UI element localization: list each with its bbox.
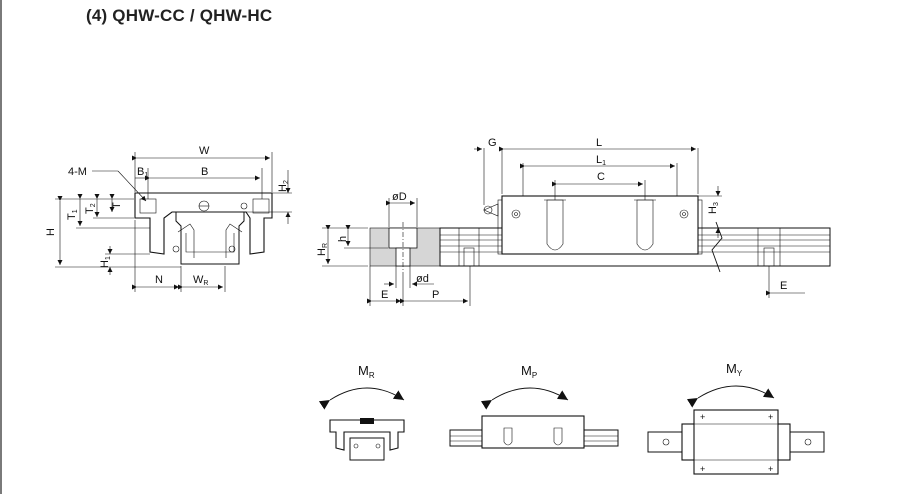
side-block <box>501 195 699 255</box>
label-B1: B1 <box>137 166 148 179</box>
label-T: T <box>111 202 123 209</box>
label-phiD: øD <box>392 191 407 203</box>
front-bolt-right <box>228 245 236 253</box>
moment-MP: MP <box>449 363 619 449</box>
front-rail-profile <box>175 211 245 265</box>
moment-MR: MR <box>318 363 405 461</box>
label-4-M: 4-M <box>68 166 87 178</box>
front-view: W B B1 4-M H T1 T2 <box>45 145 292 292</box>
front-rail-inner <box>185 233 235 253</box>
label-WR: WR <box>193 274 208 287</box>
side-bolt-slot-left <box>546 199 564 251</box>
label-B: B <box>201 166 208 178</box>
label-P: P <box>432 289 439 301</box>
moment-MY-arrow <box>686 385 775 408</box>
moment-MP-arrow <box>480 387 569 410</box>
svg-text:+: + <box>700 412 705 422</box>
label-h: h <box>337 236 349 242</box>
label-H1: H1 <box>99 256 112 268</box>
moment-MP-block <box>481 415 585 449</box>
leader-4-M <box>117 170 147 202</box>
label-L1: L1 <box>596 154 606 167</box>
end-seal-left <box>497 199 503 255</box>
label-MP: MP <box>521 363 537 380</box>
label-T1: T1 <box>66 209 79 220</box>
page-title: (4) QHW-CC / QHW-HC <box>86 6 273 25</box>
svg-text:+: + <box>768 412 773 422</box>
label-E-right: E <box>780 280 787 292</box>
moment-MY: MY + + + + <box>647 361 825 475</box>
front-bolt-top <box>240 202 248 210</box>
label-H2: H2 <box>277 180 290 192</box>
label-H3: H3 <box>707 202 720 214</box>
side-grease-nipple <box>483 203 499 217</box>
label-MY: MY <box>726 361 743 378</box>
front-rail-groove <box>177 223 243 258</box>
end-seal-right <box>697 199 703 255</box>
front-right-bolt-hole <box>252 198 270 214</box>
label-MR: MR <box>358 363 375 380</box>
side-bolt-slot-right <box>636 199 654 251</box>
label-T2: T2 <box>84 203 97 214</box>
label-L: L <box>596 137 602 149</box>
label-HR: HR <box>316 243 329 256</box>
moment-MR-arrow <box>318 387 405 410</box>
moment-MY-block <box>693 409 779 475</box>
label-C: C <box>597 171 605 183</box>
label-W: W <box>199 145 210 157</box>
front-bolt-left <box>172 245 180 253</box>
svg-text:+: + <box>768 464 773 474</box>
svg-text:+: + <box>700 464 705 474</box>
label-H: H <box>45 228 57 236</box>
side-view: L G L1 C H3 HR <box>316 137 831 306</box>
page-border <box>0 0 2 494</box>
label-E-left: E <box>381 289 388 301</box>
label-N: N <box>155 274 163 286</box>
moment-MR-block <box>329 419 405 451</box>
label-G: G <box>488 137 497 149</box>
label-phid: ød <box>416 273 429 285</box>
